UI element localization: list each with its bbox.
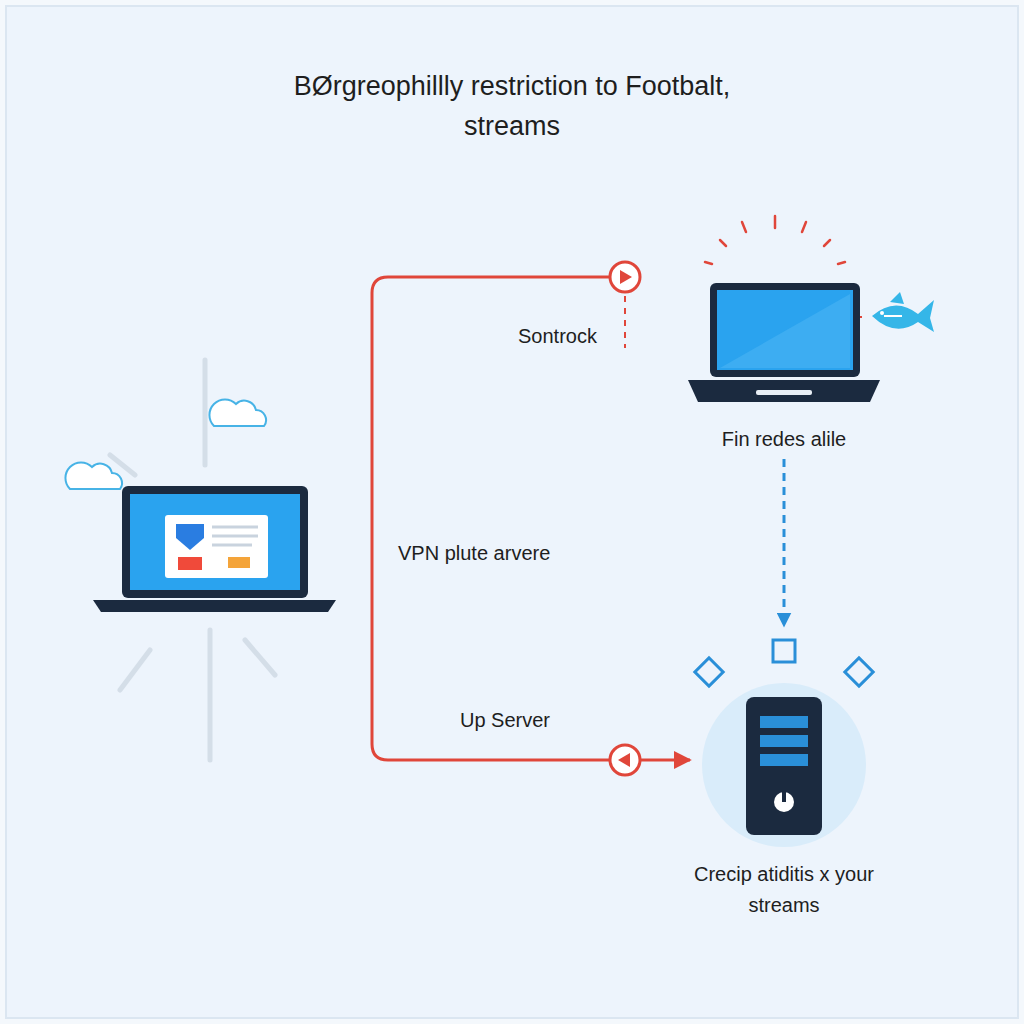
back-circle xyxy=(610,745,640,775)
route-label: VPN plute arvere xyxy=(395,541,553,565)
laptop-icon xyxy=(684,280,884,410)
node-caption: Fin redes alile xyxy=(684,424,884,455)
route-line xyxy=(372,277,690,760)
cloud xyxy=(65,399,266,489)
title: BØrgreophillly restriction to Footbalt, … xyxy=(262,66,762,146)
laptop-node: Fin redes alile xyxy=(684,280,884,455)
dashed-leader xyxy=(624,296,626,348)
node-caption: Crecip atiditis x your streams xyxy=(674,859,894,921)
dashed-arrow xyxy=(783,459,786,626)
signal-rays xyxy=(705,216,845,264)
route-label: Up Server xyxy=(457,708,553,732)
route-label: Sontrock xyxy=(515,324,600,348)
laptop-icon xyxy=(93,486,336,612)
fish-icon xyxy=(872,292,934,332)
play-circle xyxy=(610,262,640,292)
server-icon xyxy=(664,628,904,853)
server-node: Crecip atiditis x your streams xyxy=(664,628,904,921)
frame xyxy=(6,6,1018,1018)
